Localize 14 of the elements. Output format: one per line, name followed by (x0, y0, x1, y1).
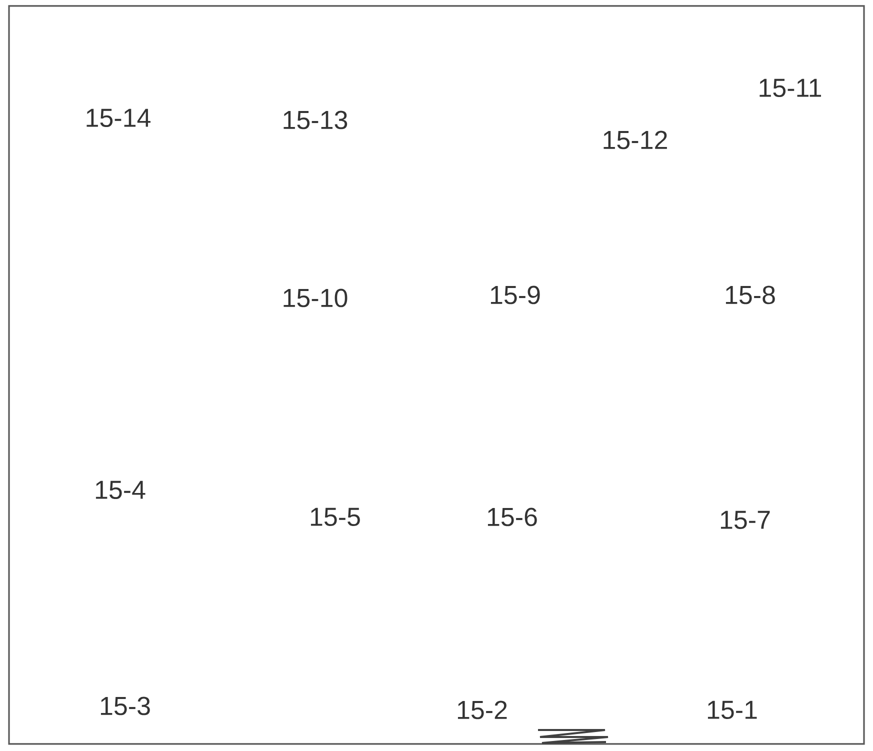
handwritten-label: 15-10 (284, 288, 348, 308)
handwritten-label: 15-13 (284, 110, 348, 130)
handwritten-label: 15-7 (720, 510, 770, 530)
handwritten-label: 15-1 (708, 700, 757, 720)
handwritten-label: 15-3 (100, 696, 150, 716)
handwritten-label: 15-2 (458, 700, 507, 720)
handwritten-label: 15-11 (760, 78, 821, 98)
handwritten-label: 15-14 (86, 108, 150, 128)
handwritten-label: 15-12 (604, 130, 667, 150)
handwritten-label: 15-9 (490, 286, 540, 304)
handwritten-label: 15-8 (726, 286, 775, 304)
handwritten-label: 15-6 (488, 508, 537, 526)
handwritten-label: 15-4 (96, 480, 146, 500)
handwritten-label: 15-5 (310, 508, 360, 526)
